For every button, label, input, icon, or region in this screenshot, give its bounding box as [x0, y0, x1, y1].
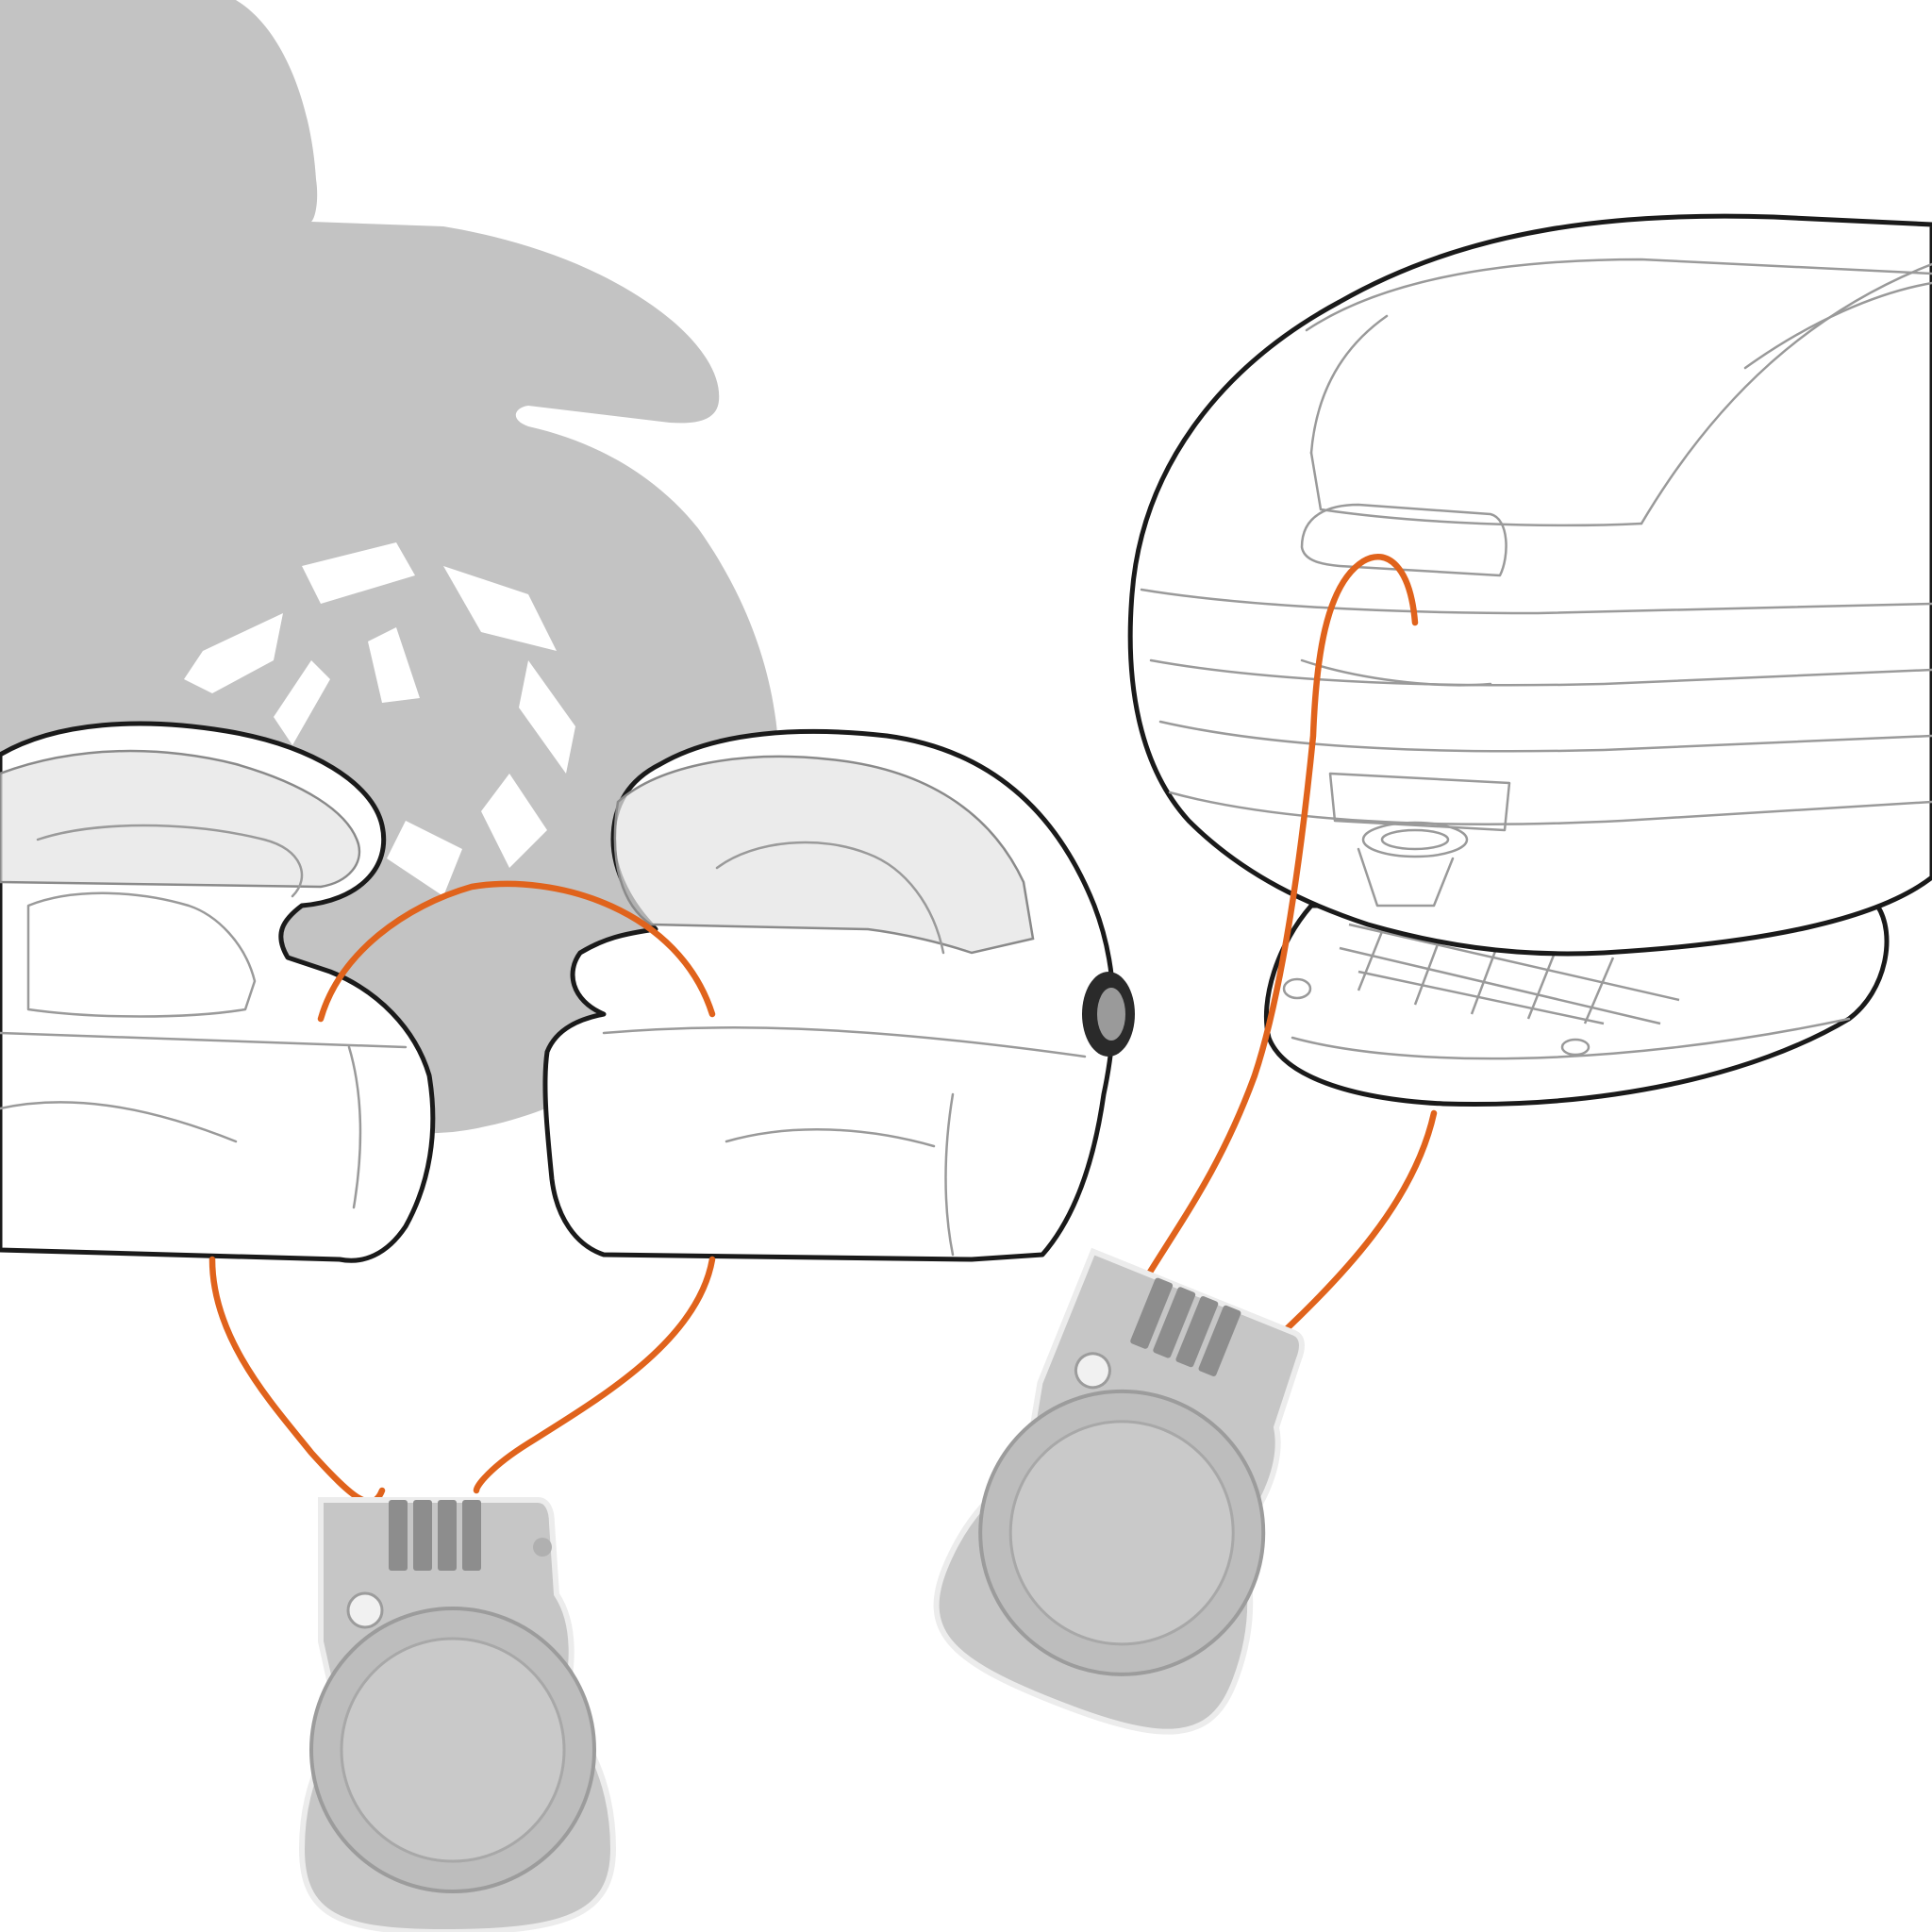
cable-helmet-loop: [317, 880, 716, 1023]
cable-case-loop: [1128, 554, 1419, 1306]
left-helmet: [0, 721, 436, 1263]
cable-lock-right: [933, 1247, 1305, 1735]
right-helmet: [542, 728, 1135, 1262]
combination-wheels-left: [389, 1500, 481, 1571]
cables: [208, 554, 1438, 1505]
combination-wheels-right: [1130, 1277, 1241, 1377]
cable-lock-left: [298, 1497, 617, 1932]
cable-helmet-right-end: [473, 1256, 716, 1494]
top-case: [1127, 213, 1932, 1107]
cable-case-right: [1251, 1109, 1438, 1362]
